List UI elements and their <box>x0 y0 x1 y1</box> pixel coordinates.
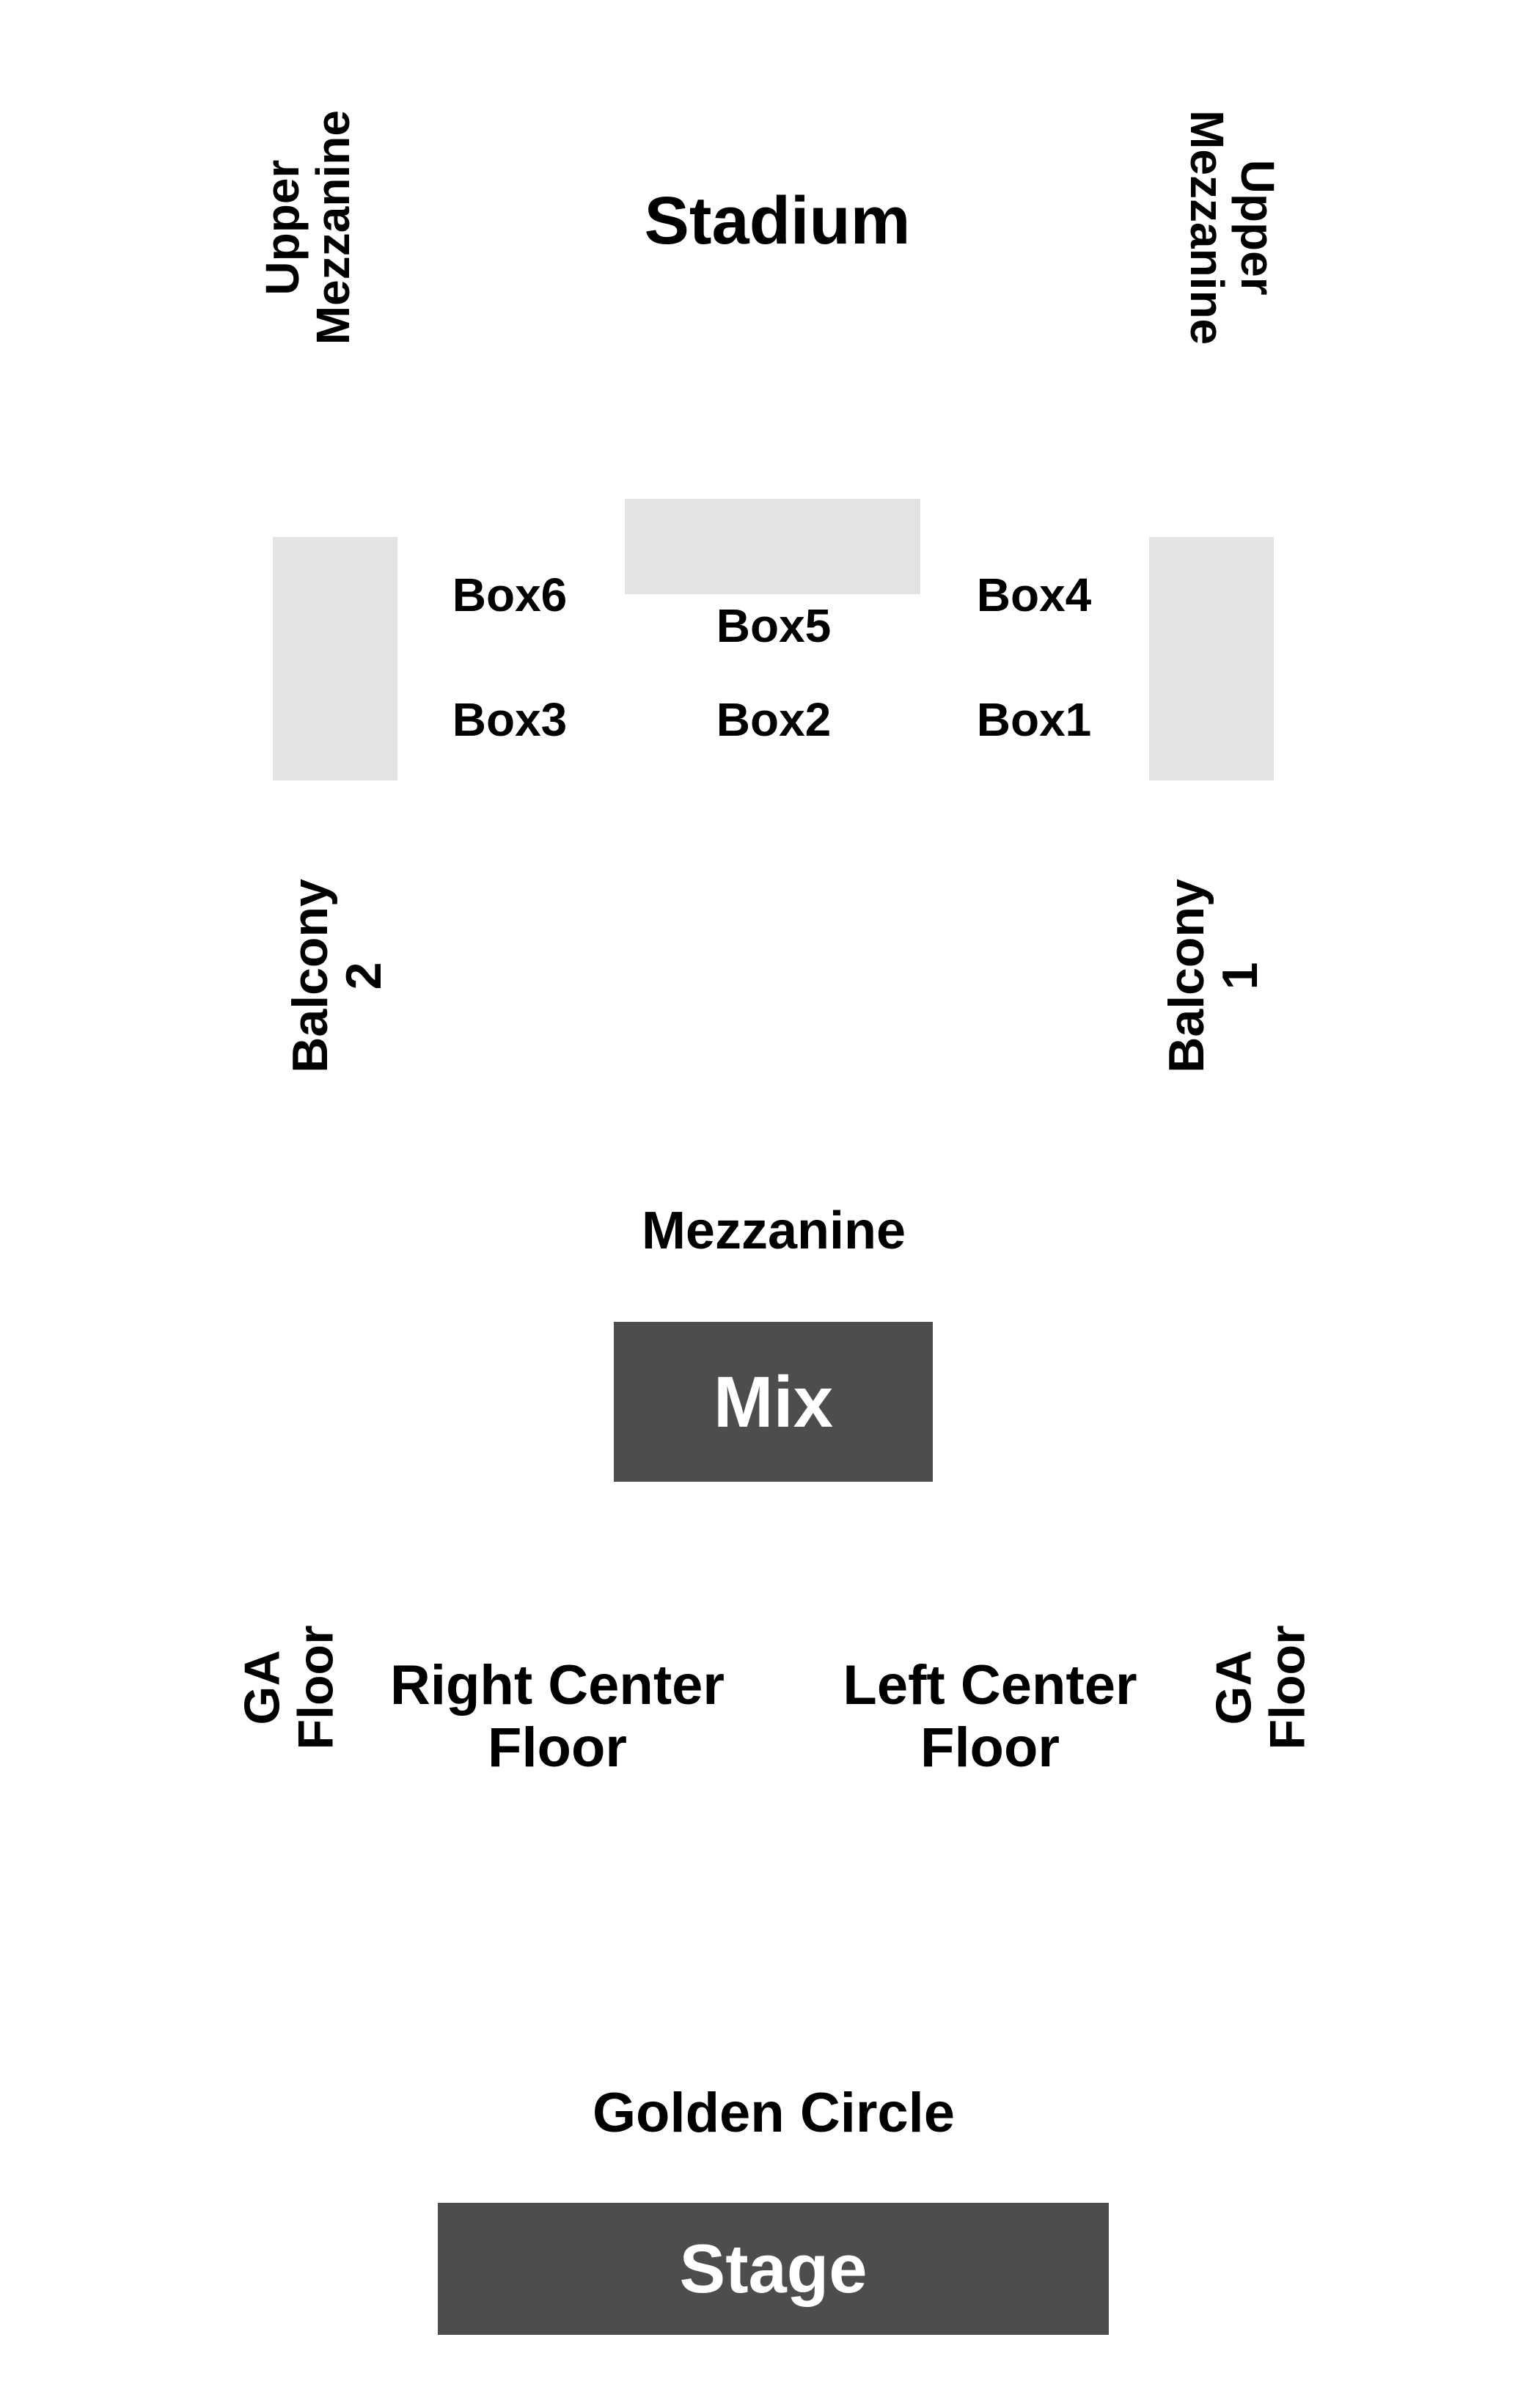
section-right-center-floor[interactable]: Right Center Floor <box>390 1654 725 1780</box>
mix-label: Mix <box>713 1361 834 1442</box>
section-box1[interactable]: Box1 <box>976 693 1092 746</box>
section-ga-floor-left[interactable]: GA Floor <box>235 1562 345 1812</box>
section-box3[interactable]: Box3 <box>452 693 568 746</box>
section-upper-mezzanine-left[interactable]: Upper Mezzanine <box>220 66 396 389</box>
section-box5[interactable]: Box5 <box>716 599 832 652</box>
section-upper-mezzanine-left-label: Upper Mezzanine <box>255 109 359 345</box>
section-ga-floor-right[interactable]: GA Floor <box>1206 1562 1316 1812</box>
section-balcony-1[interactable]: Balcony 1 <box>1155 822 1272 1130</box>
section-box4[interactable]: Box4 <box>976 568 1092 621</box>
stage-block: Stage <box>438 2203 1109 2335</box>
section-upper-mezzanine-right-label: Upper Mezzanine <box>1181 109 1285 345</box>
section-stadium[interactable]: Stadium <box>644 183 911 258</box>
mix-block: Mix <box>614 1322 933 1482</box>
stage-label: Stage <box>679 2230 868 2307</box>
balcony-2-block[interactable] <box>273 537 397 780</box>
section-box6[interactable]: Box6 <box>452 568 568 621</box>
section-ga-floor-left-label: GA Floor <box>234 1625 344 1749</box>
balcony-1-block[interactable] <box>1149 537 1274 780</box>
section-balcony-2-label: Balcony 2 <box>282 878 392 1073</box>
section-upper-mezzanine-right[interactable]: Upper Mezzanine <box>1144 66 1320 389</box>
section-mezzanine[interactable]: Mezzanine <box>641 1202 906 1260</box>
section-ga-floor-right-label: GA Floor <box>1206 1625 1316 1749</box>
section-left-center-floor[interactable]: Left Center Floor <box>843 1654 1137 1780</box>
section-box2[interactable]: Box2 <box>716 693 832 746</box>
section-balcony-2[interactable]: Balcony 2 <box>279 822 396 1130</box>
section-balcony-1-label: Balcony 1 <box>1158 878 1268 1073</box>
box5-block[interactable] <box>625 499 920 594</box>
section-golden-circle[interactable]: Golden Circle <box>592 2082 956 2144</box>
